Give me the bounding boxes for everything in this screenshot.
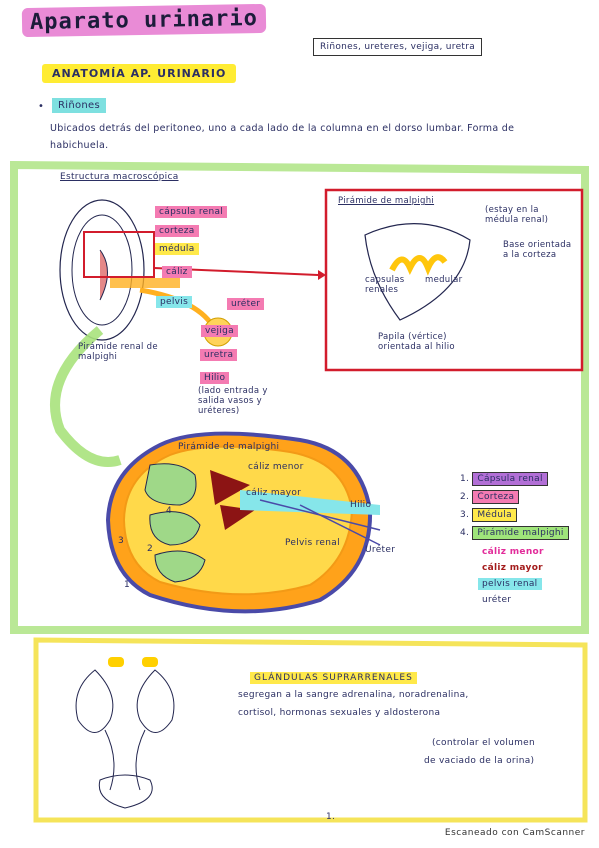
green-frame — [10, 160, 589, 634]
label-uretra: uretra — [200, 349, 238, 361]
macro-heading: Estructura macroscópica — [60, 172, 179, 182]
label-hilio: Hilio — [200, 372, 230, 384]
yellow-frame — [33, 637, 588, 823]
legend-text: Pirámide malpighi — [472, 526, 569, 540]
label-capsula: cápsula renal — [155, 206, 228, 218]
kidney-right-outline — [136, 669, 175, 733]
big-num-4: 4 — [166, 506, 173, 516]
big-caliz-menor: cáliz menor — [248, 462, 304, 472]
glandulas-line3: (controlar el volumen — [432, 738, 536, 748]
label-caliz: cáliz — [162, 266, 192, 278]
caliz-mayor-shape-2 — [220, 505, 255, 530]
hilio-description: (lado entrada y salida vasos y uréteres) — [198, 386, 268, 416]
legend-text: Cápsula renal — [472, 472, 548, 486]
pyramid-1 — [144, 463, 197, 506]
big-num-3: 3 — [118, 536, 125, 546]
malpighi-base: Base orientada a la corteza — [503, 240, 572, 260]
pyramid-shape — [364, 223, 471, 321]
label-vejiga: vejiga — [201, 325, 238, 337]
label-ureter: uréter — [227, 298, 265, 310]
malpighi-title: Pirámide de malpighi — [338, 196, 435, 206]
kidney-left-outline — [75, 669, 114, 733]
caliz-mayor-shape — [210, 470, 250, 505]
ureter-line-2 — [299, 504, 381, 546]
malpighi-medular: medular — [425, 275, 463, 285]
big-piramide: Pirámide de malpighi — [178, 442, 280, 452]
big-ureter: Uréter — [365, 545, 396, 555]
glandulas-line2: cortisol, hormonas sexuales y aldosteron… — [238, 708, 441, 718]
label-medula: médula — [155, 243, 199, 255]
legend-text: Corteza — [472, 490, 520, 504]
legend-item: 4. Pirámide malpighi — [460, 526, 569, 540]
legend-num: 2. — [460, 492, 473, 502]
adrenal-left — [108, 657, 124, 667]
malpighi-capsulas: capsulas renales — [365, 275, 405, 295]
big-num-1: 1 — [124, 580, 131, 590]
malpighi-note: (estay en la médula renal) — [485, 205, 549, 225]
legend-text: Médula — [472, 508, 517, 522]
pelvis-small — [110, 278, 180, 288]
pyramid-2 — [149, 511, 201, 546]
legend-item: 3. Médula — [460, 508, 517, 522]
big-caliz-mayor: cáliz mayor — [246, 488, 302, 498]
legend-num: 3. — [460, 510, 473, 520]
malpighi-box-frame — [324, 188, 584, 372]
legend-extra-item: pelvis renal — [478, 578, 542, 590]
rinones-heading: Riñones — [52, 98, 106, 113]
pelvis-shape — [240, 490, 380, 515]
big-pelvis: Pelvis renal — [285, 538, 340, 548]
legend-item: 2. Corteza — [460, 490, 520, 504]
legend-num: 1. — [460, 474, 473, 484]
legend-extra-item: cáliz mayor — [482, 563, 543, 573]
page-number: 1. — [326, 812, 336, 822]
highlight-box — [83, 231, 155, 278]
pyramid-3 — [154, 550, 206, 583]
green-curve-arrow — [50, 326, 122, 467]
glandulas-line1: segregan a la sangre adrenalina, noradre… — [238, 690, 469, 700]
bullet-icon: • — [38, 101, 45, 112]
label-piramide-top: Pirámide renal de malpighi — [78, 342, 158, 362]
legend-item: 1. Cápsula renal — [460, 472, 548, 486]
glandulas-line4: de vaciado de la orina) — [424, 756, 535, 766]
label-corteza: corteza — [155, 225, 199, 237]
arrow-head — [318, 270, 326, 280]
caliz-small — [99, 249, 108, 301]
section-heading: ANATOMÍA AP. URINARIO — [42, 64, 237, 83]
legend-extra-item: uréter — [482, 595, 512, 605]
legend-extra-item: cáliz menor — [482, 547, 544, 557]
scanner-watermark: Escaneado con CamScanner — [444, 828, 585, 838]
legend-num: 4. — [460, 528, 473, 538]
bladder-bottom — [98, 774, 153, 809]
adrenal-right — [142, 657, 158, 667]
big-hilio: Hilio — [350, 500, 372, 510]
malpighi-papila: Papila (vértice) orientada al hilio — [378, 332, 455, 352]
kidney-outline-small — [59, 199, 145, 341]
rinones-description: Ubicados detrás del peritoneo, uno a cad… — [50, 123, 515, 151]
glandulas-heading: GLÁNDULAS SUPRARRENALES — [250, 672, 417, 684]
ureters-bottom — [104, 729, 146, 791]
subtitle-box: Riñones, ureteres, vejiga, uretra — [313, 38, 483, 56]
big-num-2: 2 — [147, 544, 154, 554]
kidney-cortex-small — [71, 214, 133, 326]
label-pelvis: pelvis — [156, 296, 193, 308]
nephron-shape — [389, 254, 448, 276]
